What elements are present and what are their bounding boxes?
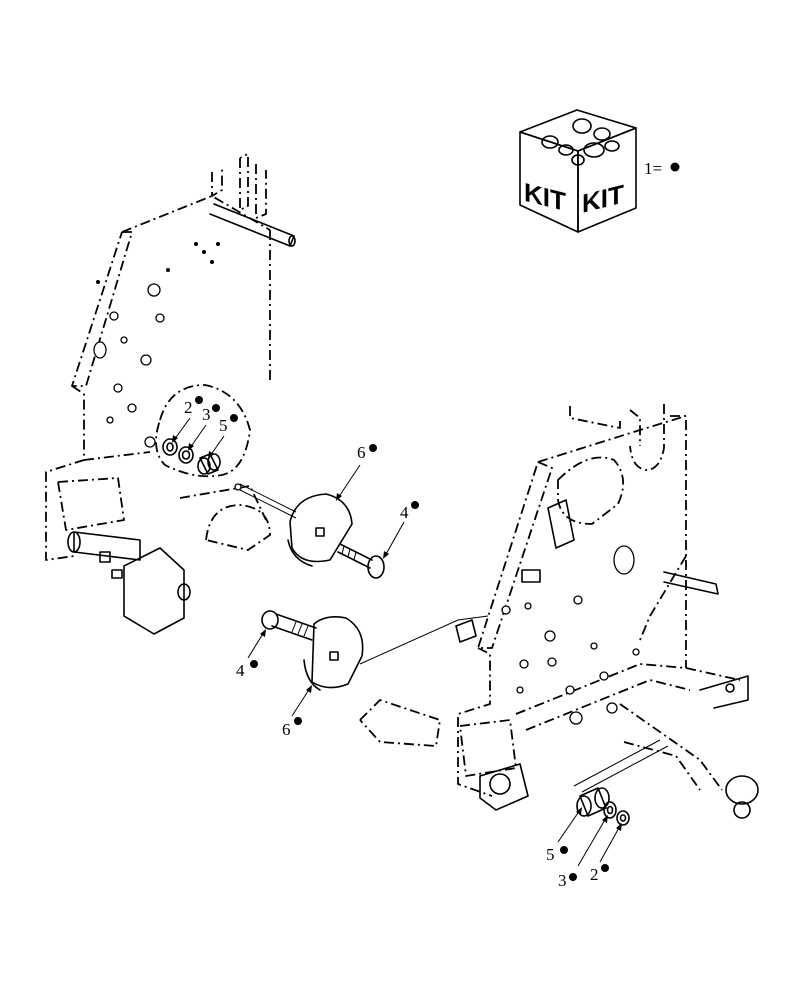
left-nut-part: [162, 438, 178, 456]
callout-middle-6: 6: [282, 685, 312, 739]
right-bushing-part: [576, 787, 610, 817]
svg-text:5: 5: [219, 416, 228, 435]
left-bolt-part: [337, 543, 385, 579]
middle-cam-disc-part: [303, 616, 364, 691]
callout-left-3: 3: [188, 404, 220, 451]
svg-text:5: 5: [546, 845, 555, 864]
left-cam-disc-part: [287, 493, 353, 567]
callout-right-3: 3: [558, 815, 608, 890]
svg-text:2: 2: [590, 865, 599, 884]
svg-text:6: 6: [357, 443, 366, 462]
callout-left-4: 4: [383, 501, 419, 559]
left-frame-panel: [45, 153, 297, 635]
svg-text:4: 4: [236, 661, 245, 680]
svg-text:3: 3: [558, 871, 567, 890]
callout-right-5: 5: [546, 807, 582, 864]
kit-box-label-right: KIT: [582, 179, 624, 219]
callout-left-2: 2: [172, 396, 203, 443]
svg-text:3: 3: [202, 405, 211, 424]
left-washer-part: [178, 446, 194, 464]
callout-left-5: 5: [208, 414, 238, 459]
kit-box-icon: KIT KIT: [519, 109, 637, 233]
svg-text:4: 4: [400, 503, 409, 522]
callout-left-6: 6: [336, 443, 377, 501]
kit-legend-equation: 1=: [644, 159, 662, 178]
svg-text:6: 6: [282, 720, 291, 739]
callout-middle-4: 4: [236, 629, 266, 680]
middle-bolt-part: [261, 610, 317, 641]
right-frame-panel: [359, 404, 759, 819]
right-nut-part: [616, 810, 630, 826]
right-washer-part: [603, 801, 617, 819]
kit-legend-dot: [670, 162, 680, 172]
svg-text:2: 2: [184, 398, 193, 417]
callout-right-2: 2: [590, 823, 622, 884]
kit-box-label-left: KIT: [524, 177, 566, 217]
